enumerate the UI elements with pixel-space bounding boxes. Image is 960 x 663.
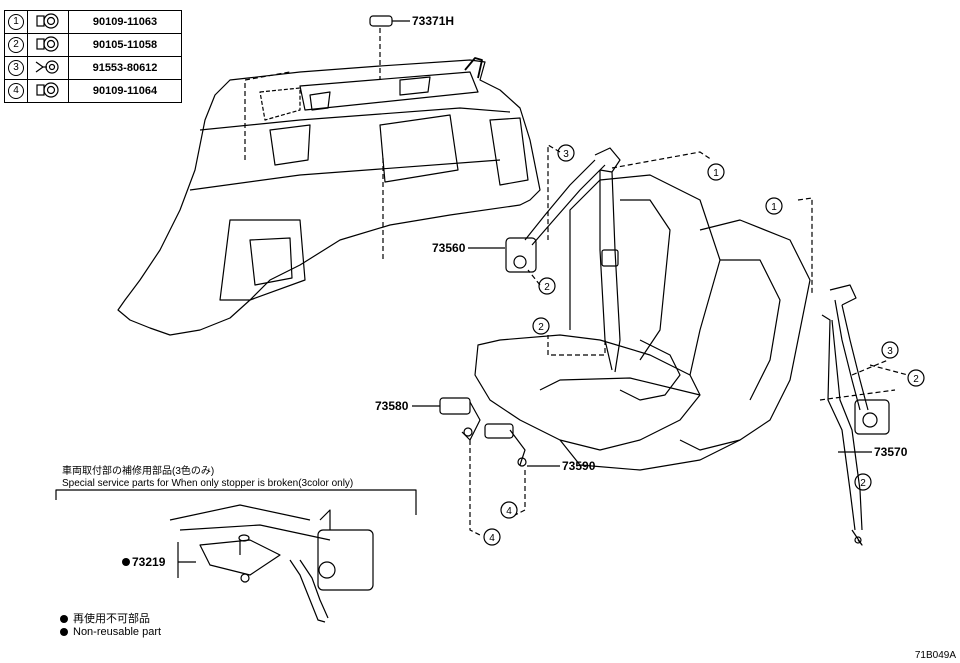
callout-73590: 73590	[562, 459, 596, 473]
marker-2-lower-right: 2	[860, 478, 866, 489]
marker-circle: 4	[8, 83, 24, 99]
callout-73219: 73219	[132, 555, 166, 569]
part-number: 91553-80612	[68, 56, 182, 80]
marker-circle: 2	[8, 37, 24, 53]
buckle-73580	[439, 397, 481, 441]
legend-non-reusable-en: Non-reusable part	[60, 626, 161, 638]
legend-text: Non-reusable part	[73, 626, 162, 638]
bolt-thin-icon	[35, 59, 59, 74]
marker-4-buckle-left: 4	[489, 533, 495, 544]
marker-circle: 1	[8, 14, 24, 30]
callout-73570: 73570	[874, 445, 908, 459]
leader-lines	[178, 247, 872, 563]
clip-73371h	[369, 15, 410, 27]
special-parts-note-jp: 車両取付部の補修用部品(3色のみ)	[62, 466, 215, 477]
marker-2-retractor-left: 2	[544, 282, 550, 293]
part-number: 90105-11058	[68, 33, 182, 57]
marker-2-seat-anchor: 2	[538, 322, 544, 333]
marker-3-seatbelt-left: 3	[563, 149, 569, 160]
quarter-trim-panel	[117, 57, 541, 336]
table-row: 2 90105-11058	[4, 33, 182, 57]
table-row: 3 91553-80612	[4, 56, 182, 80]
marker-4-buckle-right: 4	[506, 506, 512, 517]
non-reusable-dot	[122, 558, 130, 566]
part-number: 90109-11063	[68, 10, 182, 34]
bullet-dot-icon	[60, 615, 68, 624]
marker-circles	[483, 144, 925, 546]
mount-guides	[469, 144, 909, 536]
seatbelt-73570	[821, 284, 890, 546]
part-number: 90109-11064	[68, 79, 182, 103]
marker-2-retractor-right: 2	[913, 374, 919, 385]
callout-73560: 73560	[432, 241, 466, 255]
table-row: 1 90109-11063	[4, 10, 182, 34]
bullet-dot-icon	[60, 628, 68, 637]
fastener-table: 1 90109-11063 2 90105-11058 3 91553-8061…	[4, 10, 182, 103]
bolt-flanged-icon	[36, 35, 59, 52]
table-row: 4 90109-11064	[4, 79, 182, 103]
panel-guides	[244, 28, 384, 260]
special-parts-bracket	[55, 489, 417, 515]
special-parts-note-en: Special service parts for When only stop…	[62, 478, 354, 489]
callout-73371h: 73371H	[412, 14, 454, 28]
marker-circle: 3	[8, 60, 24, 76]
marker-1-upper-right: 1	[771, 202, 777, 213]
callout-73580: 73580	[375, 399, 409, 413]
figure-code: 71B049A	[914, 650, 956, 661]
marker-1-upper-left: 1	[713, 168, 719, 179]
marker-3-seatbelt-right: 3	[887, 346, 893, 357]
legend-text: 再使用不可部品	[73, 613, 150, 625]
bolt-flanged-icon	[36, 81, 59, 98]
seatbelt-73560	[505, 147, 621, 373]
legend-non-reusable-jp: 再使用不可部品	[60, 610, 150, 626]
rear-seat	[474, 174, 811, 471]
buckle-73590	[484, 423, 527, 467]
stopper-inset	[169, 504, 374, 623]
bolt-flanged-icon	[36, 12, 59, 29]
